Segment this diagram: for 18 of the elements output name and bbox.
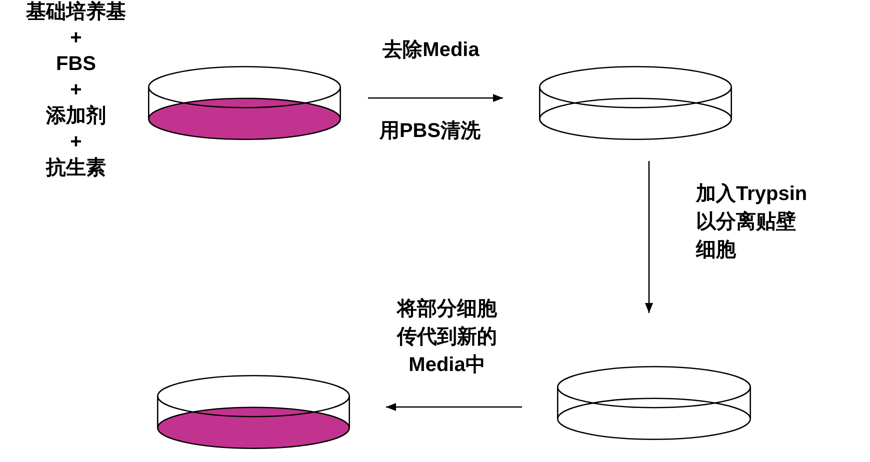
arrow bbox=[645, 161, 653, 313]
petri-dish bbox=[557, 366, 751, 440]
step-label: 用PBS清洗 bbox=[378, 119, 482, 144]
petri-dish bbox=[157, 375, 350, 449]
recipe-text: FBS bbox=[56, 52, 96, 77]
recipe-text: + bbox=[70, 78, 82, 103]
arrow bbox=[368, 94, 503, 102]
edge-label: 加入Trypsin以分离贴壁细胞 bbox=[696, 182, 808, 263]
recipe-text: + bbox=[70, 26, 82, 51]
edge-label: 去除Media bbox=[382, 38, 480, 63]
recipe-text: 基础培养基 bbox=[26, 0, 126, 25]
petri-dish bbox=[539, 66, 732, 140]
edge-label: 将部分细胞传代到新的Media中 bbox=[395, 296, 498, 378]
recipe-text: + bbox=[70, 130, 82, 155]
recipe-text: 添加剂 bbox=[46, 104, 106, 129]
petri-dish bbox=[148, 66, 341, 140]
recipe-text: 抗生素 bbox=[46, 156, 106, 181]
arrow bbox=[386, 403, 522, 411]
